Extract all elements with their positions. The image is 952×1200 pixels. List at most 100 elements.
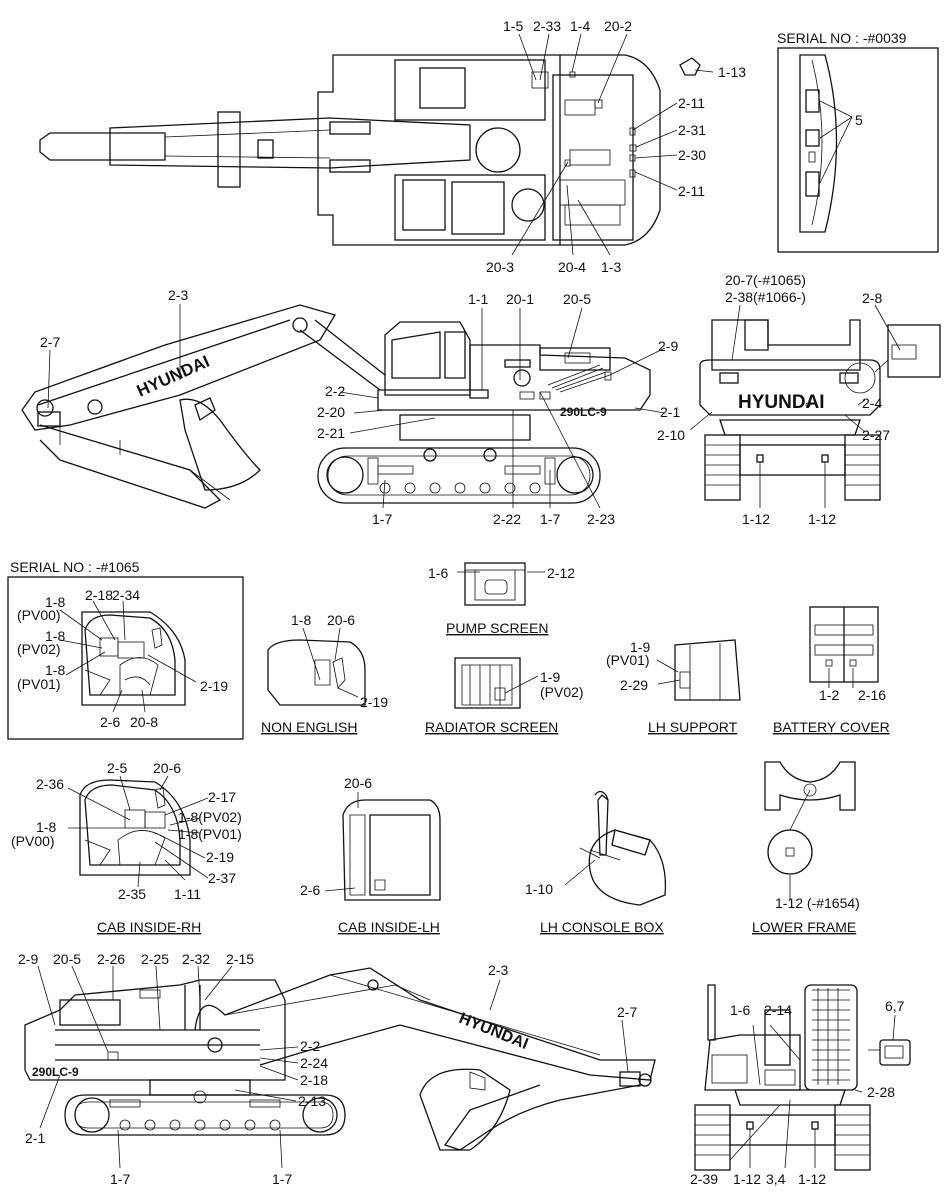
label-2-26: 2-26 (97, 951, 125, 967)
serial-1065-labels: 1-8 (PV00) 2-18 2-34 1-8 (PV02) 1-8 (PV0… (17, 587, 228, 730)
rear-view-leaders (689, 304, 901, 508)
label-2-18: 2-18 (85, 587, 113, 603)
label-2-11-a: 2-11 (678, 95, 705, 111)
label-pv01-lh: (PV01) (606, 652, 650, 668)
label-2-7: 2-7 (40, 334, 60, 350)
label-3-4: 3,4 (766, 1171, 786, 1187)
caption-lh-support: LH SUPPORT (648, 719, 738, 735)
label-2-22: 2-22 (493, 511, 521, 527)
caption-radiator-screen: RADIATOR SCREEN (425, 719, 558, 735)
label-2-9-b: 2-9 (18, 951, 38, 967)
side-view-leaders (47, 304, 666, 509)
bottom-side-excavator: 290LC-9 HYUNDAI (24, 967, 656, 1151)
label-2-11-b: 2-11 (678, 183, 705, 199)
label-2-31: 2-31 (678, 122, 706, 138)
label-1-7-d: 1-7 (272, 1171, 292, 1187)
top-view-excavator (39, 54, 701, 246)
label-2-7-b: 2-7 (617, 1004, 637, 1020)
label-pv02-rad: (PV02) (540, 684, 584, 700)
lh-console-box: 1-10 LH CONSOLE BOX (525, 790, 667, 935)
label-2-20: 2-20 (317, 404, 345, 420)
caption-cab-inside-rh: CAB INSIDE-RH (97, 919, 201, 935)
label-2-38: 2-38(#1066-) (725, 289, 806, 305)
label-2-33: 2-33 (533, 18, 561, 34)
label-pv01-a: (PV01) (17, 676, 61, 692)
label-1-8-pv00-rh: 1-8 (36, 819, 56, 835)
label-2-34: 2-34 (112, 587, 140, 603)
caption-battery-cover: BATTERY COVER (773, 719, 890, 735)
label-2-3-b: 2-3 (488, 962, 508, 978)
front-view-excavator (694, 984, 911, 1171)
label-1-11: 1-11 (174, 886, 201, 902)
label-1-9-lh: 1-9 (630, 639, 650, 655)
label-1-12-lf: 1-12 (-#1654) (775, 895, 860, 911)
label-2-17: 2-17 (208, 789, 236, 805)
label-2-27: 2-27 (862, 427, 890, 443)
side-model-badge: 290LC-9 (560, 405, 607, 419)
label-2-18-b: 2-18 (300, 1072, 328, 1088)
bottom-side-labels: 2-9 20-5 2-26 2-25 2-32 2-15 2-3 2-7 2-2… (18, 951, 637, 1187)
label-1-9-rad: 1-9 (540, 669, 560, 685)
label-20-7: 20-7(-#1065) (725, 272, 806, 288)
label-2-32: 2-32 (182, 951, 210, 967)
label-2-35: 2-35 (118, 886, 146, 902)
label-20-5: 20-5 (563, 291, 591, 307)
label-2-15: 2-15 (226, 951, 254, 967)
label-1-6-f: 1-6 (730, 1002, 750, 1018)
label-2-6-a: 2-6 (100, 714, 120, 730)
label-1-8-pv01-rh: 1-8(PV01) (178, 826, 242, 842)
label-2-14: 2-14 (764, 1002, 792, 1018)
radiator-screen: 1-9 (PV02) RADIATOR SCREEN (425, 657, 584, 735)
label-2-24: 2-24 (300, 1055, 328, 1071)
label-2-30: 2-30 (678, 147, 706, 163)
label-20-1: 20-1 (506, 291, 534, 307)
label-1-4: 1-4 (570, 18, 590, 34)
label-1-7-a: 1-7 (372, 511, 392, 527)
lower-frame: 1-12 (-#1654) LOWER FRAME (752, 761, 860, 935)
label-1-10: 1-10 (525, 881, 553, 897)
serial-top-title: SERIAL NO : -#0039 (777, 30, 907, 46)
label-1-8-pv00-a: 1-8 (45, 594, 65, 610)
caption-lh-console-box: LH CONSOLE BOX (540, 919, 664, 935)
rear-view-labels: 20-7(-#1065) 2-38(#1066-) 2-8 2-4 2-10 2… (657, 272, 890, 527)
label-1-12-b: 1-12 (808, 511, 836, 527)
label-1-8-pv02-rh: 1-8(PV02) (178, 809, 242, 825)
label-2-29: 2-29 (620, 677, 648, 693)
label-20-4: 20-4 (558, 259, 586, 275)
label-20-6-ne: 20-6 (327, 612, 355, 628)
label-pv00-a: (PV00) (17, 607, 61, 623)
label-1-2: 1-2 (819, 687, 839, 703)
cab-inside-rh: 2-36 2-5 20-6 2-17 1-8(PV02) 1-8(PV01) 1… (11, 760, 242, 935)
label-5: 5 (855, 112, 863, 128)
label-1-12-f-a: 1-12 (733, 1171, 761, 1187)
non-english-cab: 1-8 20-6 2-19 NON ENGLISH (261, 612, 388, 735)
label-20-3: 20-3 (486, 259, 514, 275)
label-2-19-rh: 2-19 (206, 849, 234, 865)
lh-support: 1-9 (PV01) 2-29 LH SUPPORT (606, 639, 741, 735)
label-20-8: 20-8 (130, 714, 158, 730)
cab-inside-lh: 20-6 2-6 CAB INSIDE-LH (300, 775, 441, 935)
label-2-36: 2-36 (36, 776, 64, 792)
label-2-23: 2-23 (587, 511, 615, 527)
front-view-labels: 1-6 2-14 6,7 2-28 2-39 1-12 3,4 1-12 (690, 998, 905, 1187)
label-1-12-a: 1-12 (742, 511, 770, 527)
label-2-8: 2-8 (862, 290, 882, 306)
battery-cover: 1-2 2-16 BATTERY COVER (773, 606, 890, 735)
label-20-2: 20-2 (604, 18, 632, 34)
serial-left-title: SERIAL NO : -#1065 (10, 559, 140, 575)
serial-1065-cab-inset: SERIAL NO : -#1065 (7, 559, 244, 740)
label-2-21: 2-21 (317, 425, 345, 441)
label-2-28: 2-28 (867, 1084, 895, 1100)
label-2-10: 2-10 (657, 427, 685, 443)
label-2-3: 2-3 (168, 287, 188, 303)
label-20-6-lh: 20-6 (344, 775, 372, 791)
label-20-6-rh: 20-6 (153, 760, 181, 776)
label-2-19-a: 2-19 (200, 678, 228, 694)
label-1-12-f-b: 1-12 (798, 1171, 826, 1187)
label-2-16: 2-16 (858, 687, 886, 703)
label-1-8-ne: 1-8 (291, 612, 311, 628)
label-pv02-a: (PV02) (17, 641, 61, 657)
label-1-6-a: 1-6 (428, 565, 448, 581)
label-2-2-b: 2-2 (300, 1038, 320, 1054)
